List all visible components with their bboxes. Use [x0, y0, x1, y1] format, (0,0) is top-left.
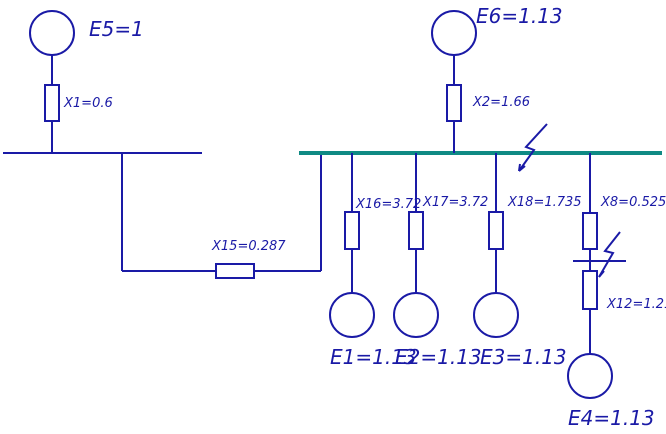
label-x15: X15=0.287: [211, 239, 286, 254]
label-x17: X17=3.72: [422, 195, 488, 210]
label-e6: E6=1.13: [476, 4, 563, 28]
label-x18: X18=1.735: [507, 195, 582, 210]
label-x16: X16=3.72: [355, 197, 421, 212]
generator-e5: [29, 10, 75, 56]
fault-arrowhead-bus: [518, 165, 526, 172]
reactance-x17: [408, 211, 424, 250]
fault-arrowhead-branch: [598, 270, 605, 278]
fault-lightning-branch: [598, 231, 621, 278]
generator-e1: [329, 292, 375, 338]
label-e3: E3=1.13: [480, 345, 567, 369]
generator-e2: [393, 292, 439, 338]
fault-lightning-bus: [518, 123, 548, 172]
label-x8: X8=0.525: [600, 195, 666, 210]
reactance-x18: [488, 211, 504, 250]
label-x12: X12=1.21: [606, 297, 666, 312]
reactance-x8: [582, 212, 598, 250]
reactance-x15: [215, 263, 255, 279]
generator-e3: [473, 292, 519, 338]
reactance-x2: [446, 84, 462, 122]
label-e1: E1=1.13: [330, 345, 417, 369]
generator-e4: [567, 353, 613, 399]
reactance-x16: [344, 211, 360, 250]
label-e4: E4=1.13: [568, 406, 655, 430]
label-e2: E2=1.13: [395, 345, 482, 369]
label-x1: X1=0.6: [63, 96, 113, 111]
label-e5: E5=1: [89, 17, 144, 41]
reactance-x12: [582, 270, 598, 310]
generator-e6: [431, 10, 477, 56]
reactance-x1: [44, 84, 60, 122]
label-x2: X2=1.66: [472, 95, 530, 110]
